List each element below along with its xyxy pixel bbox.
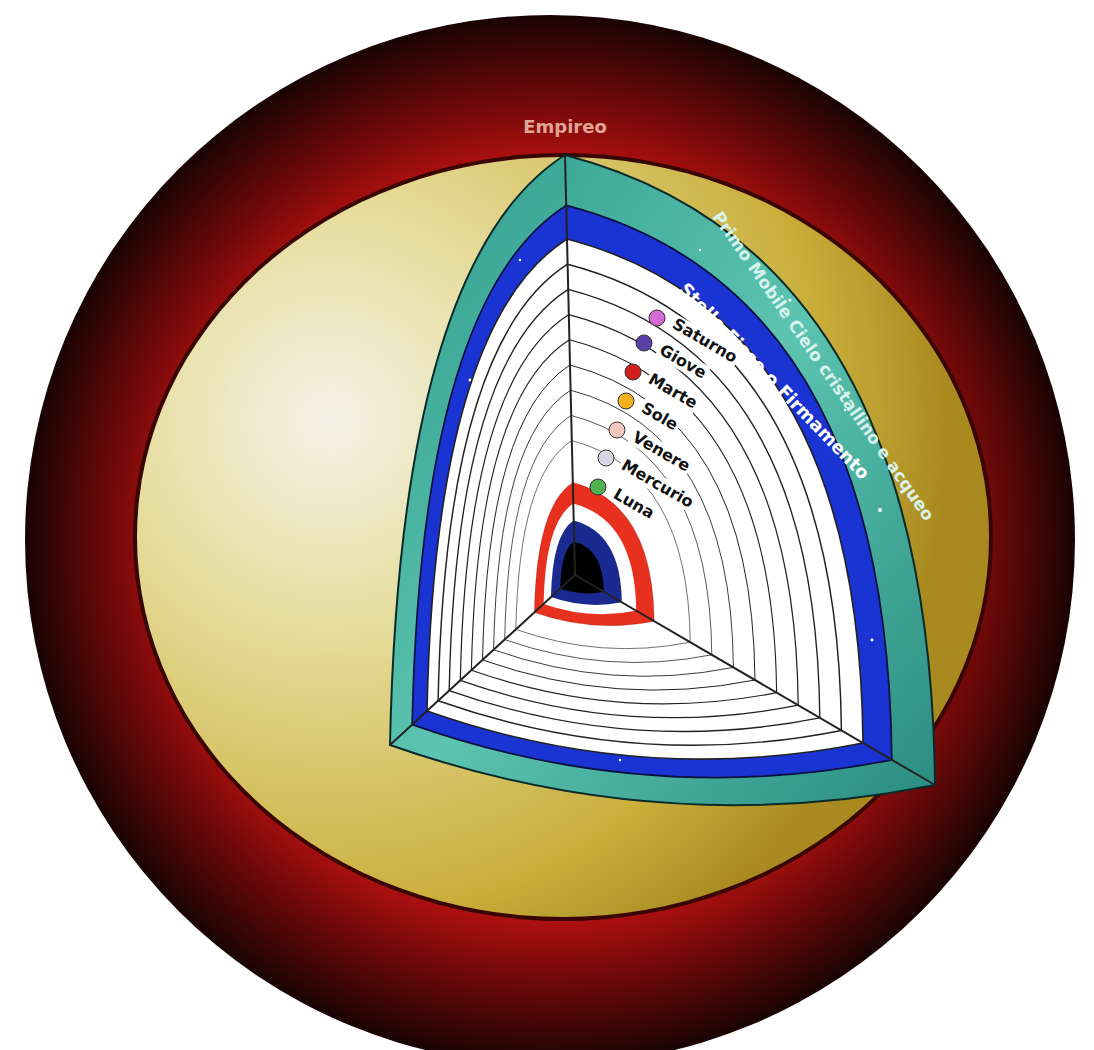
earth-core	[560, 541, 604, 593]
planet-label: Venere	[627, 427, 695, 477]
empyrean-sphere	[25, 15, 1075, 1050]
band-label: Primo Mobile Cielo cristallino e acqueo	[708, 208, 938, 525]
mercury-dot	[598, 450, 614, 466]
venus-dot	[609, 422, 625, 438]
planet-label: Luna	[608, 484, 659, 524]
fire-sphere	[534, 483, 654, 626]
heaven-label: Empireo	[523, 117, 607, 138]
planet-label: Mercurio	[616, 455, 698, 513]
air-sphere	[544, 504, 637, 615]
planet-label: Saturno	[667, 314, 742, 368]
planet-shell	[483, 365, 756, 690]
saturn-dot	[649, 310, 665, 326]
planet-label: Marte	[643, 369, 702, 413]
planet-shell	[505, 415, 712, 662]
water-sphere	[551, 520, 622, 605]
planet-shell	[471, 340, 776, 704]
moon-dot	[590, 479, 606, 495]
planet-shell	[494, 390, 734, 676]
primo-mobile-band	[390, 155, 935, 805]
planet-label: Giove	[654, 340, 711, 383]
planet-shell	[427, 239, 863, 759]
planet-shell	[516, 441, 690, 649]
band-label: Stelle Fisse o Firmamento	[675, 279, 874, 484]
planet-shell	[449, 289, 820, 731]
planet-dots	[590, 310, 665, 495]
cut-edges	[390, 155, 935, 785]
jupiter-dot	[636, 335, 652, 351]
planet-label: Sole	[636, 398, 682, 435]
firmament-band	[412, 205, 892, 777]
sun-dot	[618, 393, 634, 409]
crystalline-sphere	[137, 157, 989, 917]
planet-shell	[460, 315, 798, 718]
sphere-rim	[133, 153, 993, 921]
planet-shell	[438, 264, 841, 745]
mars-dot	[625, 364, 641, 380]
